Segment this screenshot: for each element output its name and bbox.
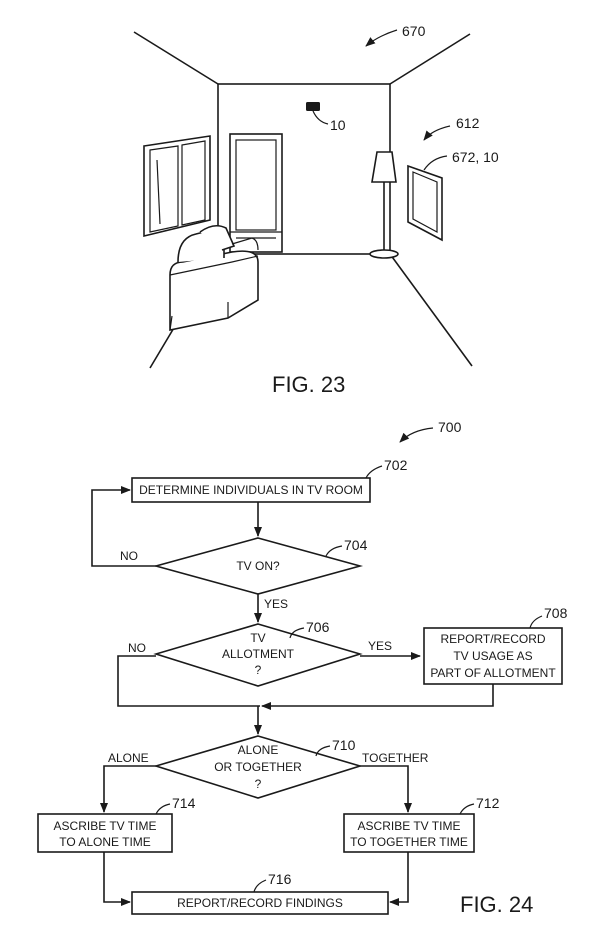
label-alone: ALONE xyxy=(108,751,149,765)
leader-tv xyxy=(423,155,448,171)
ref-716: 716 xyxy=(268,871,292,887)
box-702 xyxy=(131,477,371,503)
tv-on-wall xyxy=(407,164,443,242)
door xyxy=(229,133,283,253)
box-714-line2: TO ALONE TIME xyxy=(59,835,151,849)
arrow-670 xyxy=(365,29,398,47)
ceiling-right-edge xyxy=(389,33,471,85)
edge-714-716 xyxy=(103,852,131,906)
fig23-caption: FIG. 23 xyxy=(272,372,345,397)
box-708-line3: PART OF ALLOTMENT xyxy=(430,666,556,680)
edge-706-no xyxy=(117,655,260,707)
ref-tv: 672, 10 xyxy=(452,149,499,165)
ref-708: 708 xyxy=(544,605,568,621)
label-yes-704: YES xyxy=(264,597,288,611)
box-708-line1: REPORT/RECORD xyxy=(440,632,545,646)
edge-710-together xyxy=(360,765,412,813)
arrow-612 xyxy=(423,125,451,141)
ref-700: 700 xyxy=(438,419,462,435)
diamond-706-line1: TV xyxy=(250,631,265,645)
label-no-704: NO xyxy=(120,549,138,563)
ref-710: 710 xyxy=(332,737,356,753)
fig23-room-drawing xyxy=(133,29,473,369)
ref-706: 706 xyxy=(306,619,330,635)
ceiling-left-edge xyxy=(133,31,219,85)
sensor-device xyxy=(306,102,320,111)
leader-704 xyxy=(325,545,343,557)
box-712-line2: TO TOGETHER TIME xyxy=(350,835,468,849)
box-712-line1: ASCRIBE TV TIME xyxy=(358,819,461,833)
window xyxy=(143,135,211,238)
ref-sensor: 10 xyxy=(330,117,346,133)
box-702-text: DETERMINE INDIVIDUALS IN TV ROOM xyxy=(139,483,363,497)
ref-612: 612 xyxy=(456,115,480,131)
ref-702: 702 xyxy=(384,457,408,473)
box-708-line2: TV USAGE AS xyxy=(453,649,532,663)
floor-lamp xyxy=(369,151,399,259)
edge-708-merge xyxy=(261,684,494,710)
box-714 xyxy=(37,813,173,853)
box-716-text: REPORT/RECORD FINDINGS xyxy=(177,896,343,910)
diamond-710-line1: ALONE xyxy=(238,743,279,757)
box-714-line1: ASCRIBE TV TIME xyxy=(54,819,157,833)
label-together: TOGETHER xyxy=(362,751,429,765)
leader-714 xyxy=(155,803,171,815)
diamond-706-line3: ? xyxy=(255,663,262,677)
leader-712 xyxy=(459,803,475,815)
diamond-706-line2: ALLOTMENT xyxy=(222,647,295,661)
diamond-706 xyxy=(153,623,363,687)
fig24-caption: FIG. 24 xyxy=(460,892,533,917)
diamond-710 xyxy=(153,735,363,799)
leader-708 xyxy=(529,615,543,629)
box-712 xyxy=(343,813,475,853)
back-wall xyxy=(217,83,391,255)
ref-704: 704 xyxy=(344,537,368,553)
ref-670: 670 xyxy=(402,23,426,39)
couch xyxy=(169,224,259,331)
label-yes-706: YES xyxy=(368,639,392,653)
edge-712-716 xyxy=(389,852,409,906)
ref-712: 712 xyxy=(476,795,500,811)
box-716 xyxy=(131,891,389,915)
edge-710-alone xyxy=(100,765,156,813)
edge-704-no xyxy=(91,486,156,567)
diamond-710-line3: ? xyxy=(255,777,262,791)
diamond-704-text: TV ON? xyxy=(236,559,280,573)
leader-716 xyxy=(253,879,267,893)
leader-710 xyxy=(315,745,331,757)
sensor-leader xyxy=(312,110,329,125)
leader-702 xyxy=(365,465,383,479)
ref-714: 714 xyxy=(172,795,196,811)
label-no-706: NO xyxy=(128,641,146,655)
leader-706 xyxy=(289,627,305,639)
arrow-700 xyxy=(399,427,434,443)
floor-right-edge xyxy=(389,253,473,367)
diamond-710-line2: OR TOGETHER xyxy=(214,760,302,774)
